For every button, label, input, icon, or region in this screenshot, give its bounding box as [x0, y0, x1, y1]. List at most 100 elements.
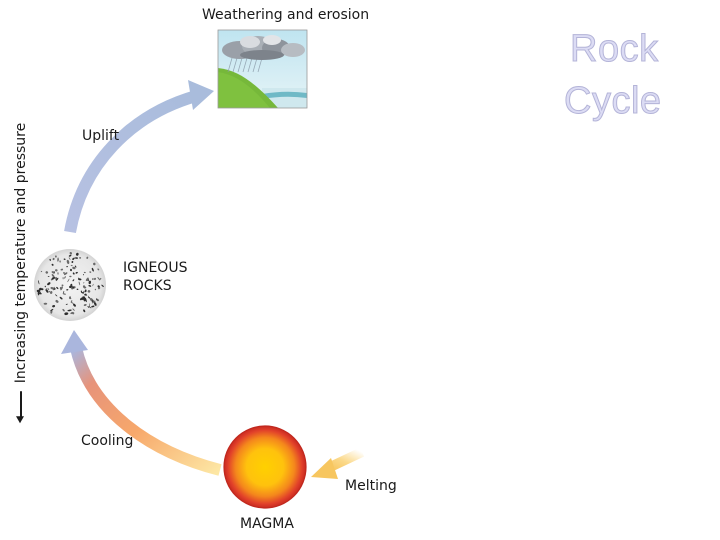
rock-speckle	[47, 282, 51, 286]
rock-speckle	[60, 286, 63, 291]
rock-speckle	[79, 256, 82, 259]
rock-speckle	[75, 257, 78, 260]
rock-speckle	[61, 284, 64, 287]
uplift-arrow	[64, 80, 214, 234]
weathering-image	[217, 29, 308, 109]
rock-speckle	[38, 280, 40, 285]
rock-speckle	[75, 271, 78, 274]
rock-speckle	[51, 276, 56, 280]
rock-speckle	[63, 272, 68, 276]
rock-speckle	[65, 303, 68, 305]
rock-speckle	[97, 286, 101, 290]
rock-speckle	[52, 257, 55, 261]
rock-speckle	[70, 311, 74, 315]
rock-speckle	[57, 257, 59, 262]
rock-speckle	[93, 262, 96, 266]
rock-speckle	[64, 312, 69, 316]
rock-speckle	[97, 276, 101, 281]
rock-speckle	[75, 252, 79, 256]
rock-speckle	[62, 277, 64, 280]
rock-speckle	[94, 277, 96, 280]
rock-speckle	[88, 285, 92, 287]
rock-speckle	[68, 296, 72, 300]
rock-speckle	[66, 265, 68, 268]
rock-speckle	[67, 309, 72, 312]
rock-speckle	[88, 297, 91, 299]
rock-speckle	[72, 286, 75, 289]
rock-speckle	[80, 297, 83, 301]
rock-speckle	[54, 255, 57, 258]
magma-label: MAGMA	[240, 516, 294, 532]
igneous-label-line2: ROCKS	[123, 278, 172, 294]
uplift-label: Uplift	[82, 128, 120, 144]
temperature-pressure-axis: Increasing temperature and pressure	[13, 122, 29, 418]
rock-speckle	[51, 263, 54, 266]
rock-speckle	[72, 266, 76, 270]
rock-speckle	[47, 276, 50, 277]
rock-speckle	[88, 280, 92, 285]
rock-speckle	[101, 284, 104, 287]
rock-speckle	[68, 254, 72, 257]
rock-speckle	[57, 272, 59, 275]
rock-speckle	[83, 271, 86, 274]
rock-speckle	[84, 289, 87, 293]
rock-speckle	[45, 289, 49, 293]
rock-speckle	[63, 271, 65, 274]
rock-speckle	[45, 271, 49, 274]
title-cycle: Cycle	[564, 80, 662, 122]
rock-speckle	[62, 293, 66, 295]
rock-speckle	[89, 303, 91, 308]
rock-speckle	[91, 267, 94, 272]
rock-speckle	[59, 260, 61, 263]
rock-speckle	[85, 277, 89, 282]
temperature-pressure-label: Increasing temperature and pressure	[13, 122, 29, 384]
rock-speckle	[55, 299, 59, 303]
rock-speckle	[49, 258, 51, 261]
rock-speckle	[78, 278, 82, 281]
rock-speckle	[56, 286, 59, 290]
rock-speckle	[50, 287, 55, 290]
rock-speckle	[92, 283, 94, 287]
rock-speckle	[91, 305, 95, 308]
rock-speckle	[97, 268, 100, 271]
rock-speckle	[83, 290, 85, 293]
rock-speckle	[69, 268, 73, 272]
rock-speckle	[69, 275, 72, 278]
rock-speckle	[37, 292, 41, 294]
rock-speckle	[70, 300, 73, 303]
rock-speckle	[59, 296, 63, 300]
rock-speckle	[86, 256, 89, 259]
rock-speckle	[63, 290, 65, 294]
rock-speckle	[52, 305, 56, 308]
rock-speckle	[83, 286, 87, 289]
rock-speckle	[82, 274, 85, 276]
rock-speckle	[63, 258, 66, 260]
rock-speckle	[53, 288, 56, 290]
rock-speckle	[40, 270, 43, 273]
rock-speckle	[94, 288, 97, 291]
rock-speckle	[55, 294, 58, 297]
rock-speckle	[83, 304, 87, 306]
rock-speckle	[76, 288, 79, 291]
rock-speckle	[51, 274, 55, 278]
rock-speckle	[55, 269, 58, 272]
rock-speckle	[70, 264, 73, 267]
rock-speckle	[50, 308, 54, 312]
rock-speckle	[47, 288, 50, 291]
rock-speckle	[82, 296, 85, 299]
rock-speckle	[89, 271, 92, 273]
rock-speckle	[96, 299, 100, 302]
rock-speckle	[71, 261, 74, 263]
rock-speckle	[73, 303, 76, 307]
rock-speckle	[60, 268, 64, 271]
rock-speckle	[48, 290, 51, 293]
rock-speckle	[36, 289, 41, 293]
rock-speckle	[53, 271, 55, 273]
rock-speckle	[91, 300, 96, 304]
igneous-rock-graphic	[34, 249, 106, 321]
rock-speckle	[72, 308, 75, 311]
rock-speckle	[62, 308, 65, 312]
rock-speckle	[72, 279, 75, 282]
